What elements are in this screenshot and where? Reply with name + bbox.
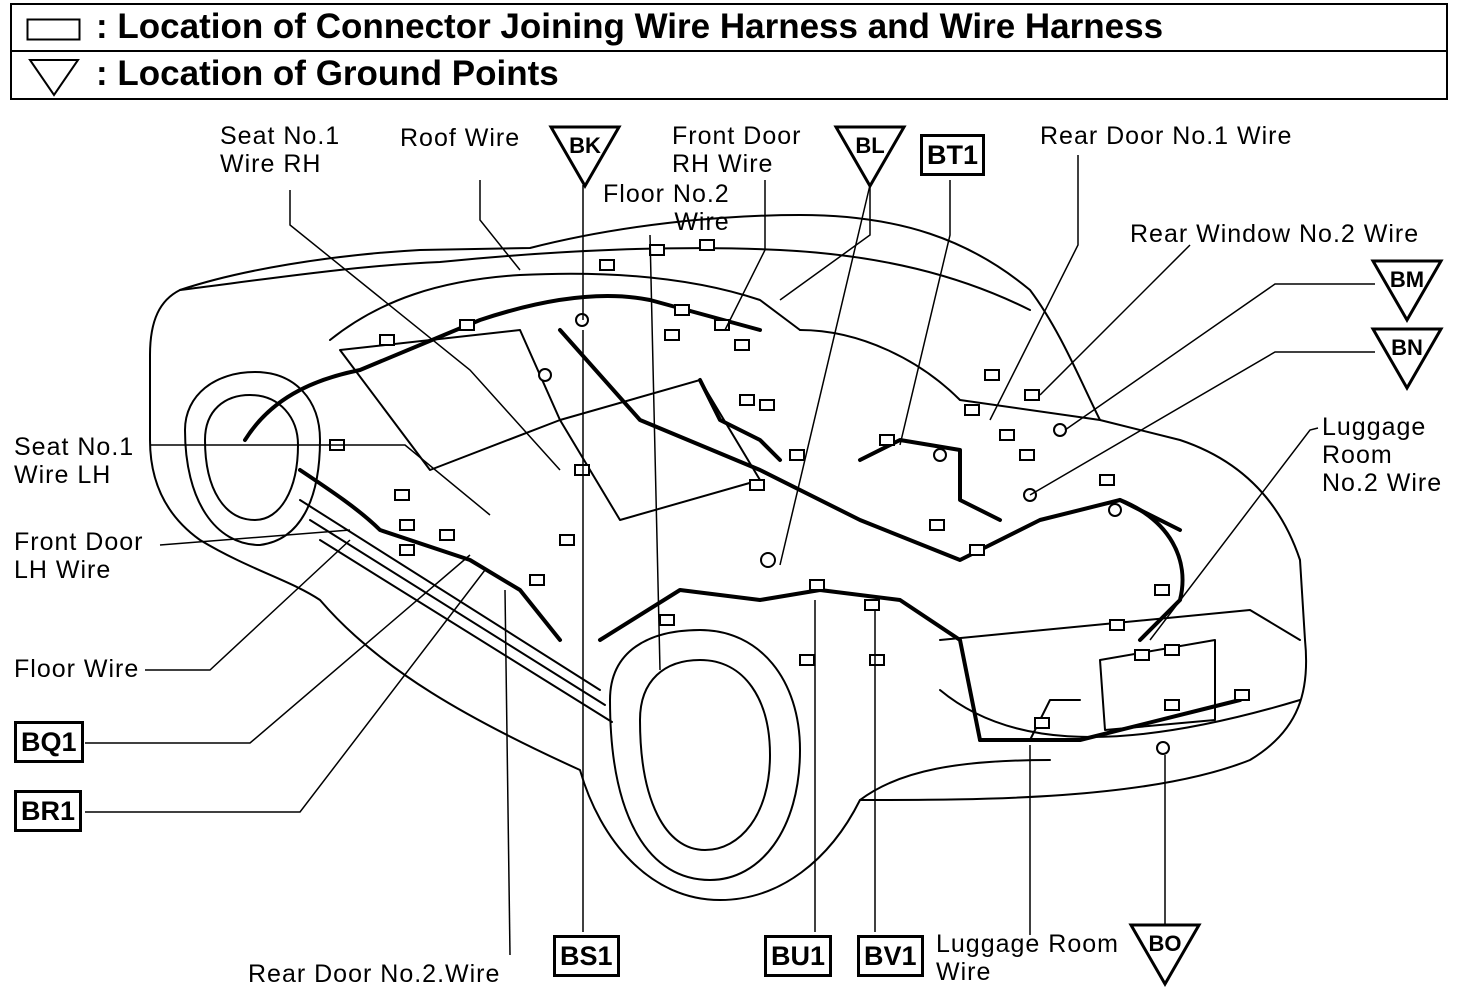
connector-bu1: BU1: [764, 935, 833, 977]
legend-ground-row: : Location of Ground Points: [12, 52, 1446, 99]
rear-wheel: [609, 629, 801, 881]
ground-code-bm: BM: [1390, 267, 1424, 292]
legend-connector-text: : Location of Connector Joining Wire Har…: [96, 7, 1164, 46]
leader-luggage-no2: [1149, 427, 1319, 641]
connector-bv1: BV1: [857, 935, 924, 977]
leader-floor-no2: [649, 234, 661, 671]
leader-roof: [479, 180, 521, 271]
connector-box-icon: [26, 18, 81, 41]
rear-window-no2-wire-label: Rear Window No.2 Wire: [1130, 220, 1420, 248]
leader-rear-door-no1: [989, 155, 1079, 421]
legend: : Location of Connector Joining Wire Har…: [10, 3, 1448, 100]
connector-bs1: BS1: [553, 935, 620, 977]
leader-rear-window-no2: [1039, 244, 1191, 396]
ground-point-bl: BL: [833, 124, 907, 190]
ground-code-bl: BL: [855, 133, 884, 158]
ground-point-bm: BM: [1370, 258, 1444, 324]
legend-ground-text: : Location of Ground Points: [96, 54, 559, 93]
leader-rear-door-no2: [504, 589, 511, 956]
ground-point-bo: BO: [1128, 922, 1202, 988]
ground-point-bk: BK: [548, 124, 622, 190]
leader-bn: [1029, 351, 1375, 496]
leader-front-door-rh: [724, 180, 766, 331]
rear-door-no2-wire-label: Rear Door No.2.Wire: [248, 960, 501, 988]
ground-code-bk: BK: [569, 133, 601, 158]
car-body-outline: [149, 214, 1308, 901]
connector-br1: BR1: [14, 790, 83, 832]
leader-bl: [779, 185, 871, 301]
leader-bl2: [779, 184, 871, 566]
leader-bm: [1064, 283, 1375, 431]
ground-code-bn: BN: [1391, 335, 1423, 360]
leader-floor: [145, 539, 351, 671]
ground-point-bn: BN: [1370, 326, 1444, 392]
leader-br1: [85, 569, 486, 813]
front-wheel: [184, 371, 321, 546]
rear-door-no1-wire-label: Rear Door No.1 Wire: [1040, 122, 1293, 150]
ground-triangle-icon: [28, 59, 80, 97]
legend-connector-row: : Location of Connector Joining Wire Har…: [12, 5, 1446, 52]
connector-bq1: BQ1: [14, 721, 84, 763]
leader-bt1: [899, 180, 951, 446]
leader-seat-lh: [150, 444, 491, 516]
roof-wire-label: Roof Wire: [400, 124, 521, 152]
leader-front-door-lh: [159, 529, 351, 546]
leader-seat-rh: [289, 190, 561, 471]
connector-bt1: BT1: [920, 134, 986, 176]
floor-wire-label: Floor Wire: [14, 655, 140, 683]
main-harness: [243, 294, 762, 442]
ground-code-bo: BO: [1149, 931, 1182, 956]
leader-bq1: [85, 554, 471, 744]
